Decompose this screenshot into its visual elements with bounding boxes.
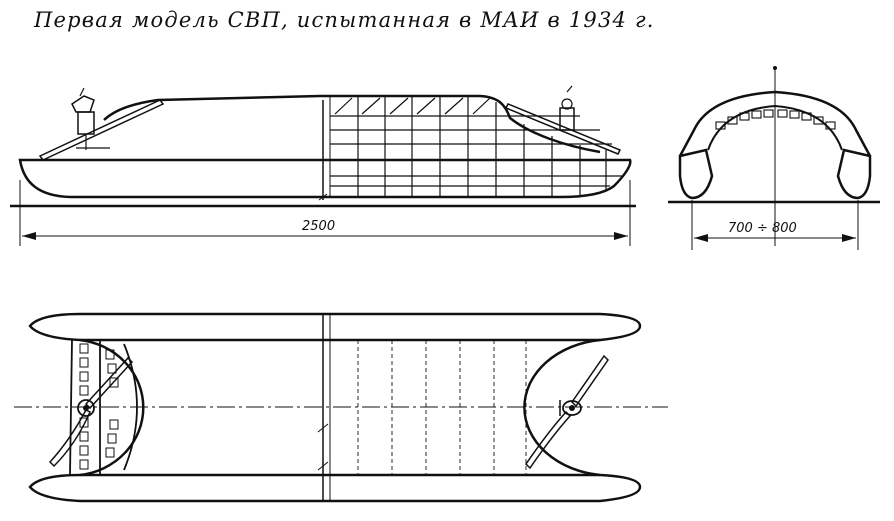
width-dimension-label: 700 ÷ 800	[728, 221, 797, 236]
front-pontoon-left	[678, 148, 714, 200]
plan-ring-slots	[79, 343, 119, 470]
plan-view	[14, 312, 668, 503]
front-view	[668, 66, 880, 250]
front-arch	[678, 90, 872, 157]
length-dimension-label: 2500	[302, 219, 335, 234]
side-hull	[18, 158, 632, 199]
plan-pontoon-bottom	[28, 473, 642, 503]
front-windows	[715, 109, 836, 130]
plan-deck-frames	[357, 340, 527, 475]
figure-caption: Первая модель СВП, испытанная в МАИ в 19…	[34, 8, 655, 32]
plan-pontoon-top	[28, 312, 642, 342]
plan-right-arc	[523, 338, 601, 477]
plan-left-arc	[79, 338, 145, 477]
side-propeller-right	[504, 85, 622, 155]
plan-propeller-right	[525, 354, 609, 470]
side-frame-grid	[330, 96, 628, 197]
side-view	[10, 85, 636, 246]
side-propeller-left	[38, 87, 165, 161]
plan-propeller-left	[48, 356, 134, 468]
front-pontoon-right	[836, 148, 872, 200]
